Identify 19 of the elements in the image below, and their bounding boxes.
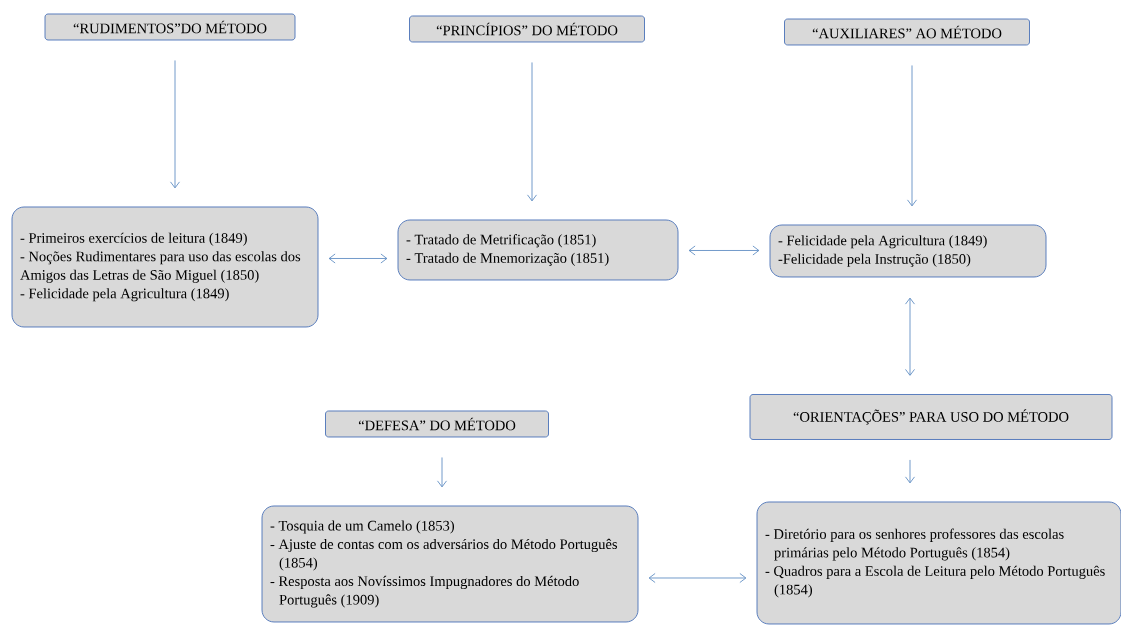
arrow [527,62,537,202]
arrow [437,457,447,488]
list-box: - Primeiros exercícios de leitura (1849) - Noções Rudimentares para uso das escolas dos Amigos das Letras de São Miguel (1850) - Felicidade pela Agricultura (1849) [11,206,319,328]
list-box: - Tosquia de um Camelo (1853) - Ajuste de contas com os adversários do Método Português (1854) - Resposta aos Novíssimos Impugnadores do Método Português (1909) [261,505,639,623]
arrow [170,60,180,189]
list-box: - Tratado de Metrificação (1851) - Tratado de Mnemorização (1851) [397,219,679,281]
arrow [328,253,388,264]
header-box: “AUXILIARES” AO MÉTODO [784,18,1030,46]
arrow [907,65,917,207]
header-box: “DEFESA” DO MÉTODO [325,410,549,438]
arrow [905,459,915,484]
arrow [648,573,747,583]
header-box: “RUDIMENTOS”DO MÉTODO [44,13,296,41]
arrow [688,245,760,256]
arrow [905,297,915,376]
list-box: - Diretório para os senhores professores das escolas primárias pelo Método Português (1854) - Quadros para a Escola de Leitura pelo Método Português (1854) [756,501,1121,625]
header-box: “PRINCÍPIOS” DO MÉTODO [409,15,645,43]
header-box: “ORIENTAÇÕES” PARA USO DO MÉTODO [749,394,1113,440]
list-box: - Felicidade pela Agricultura (1849) -Felicidade pela Instrução (1850) [769,224,1047,278]
